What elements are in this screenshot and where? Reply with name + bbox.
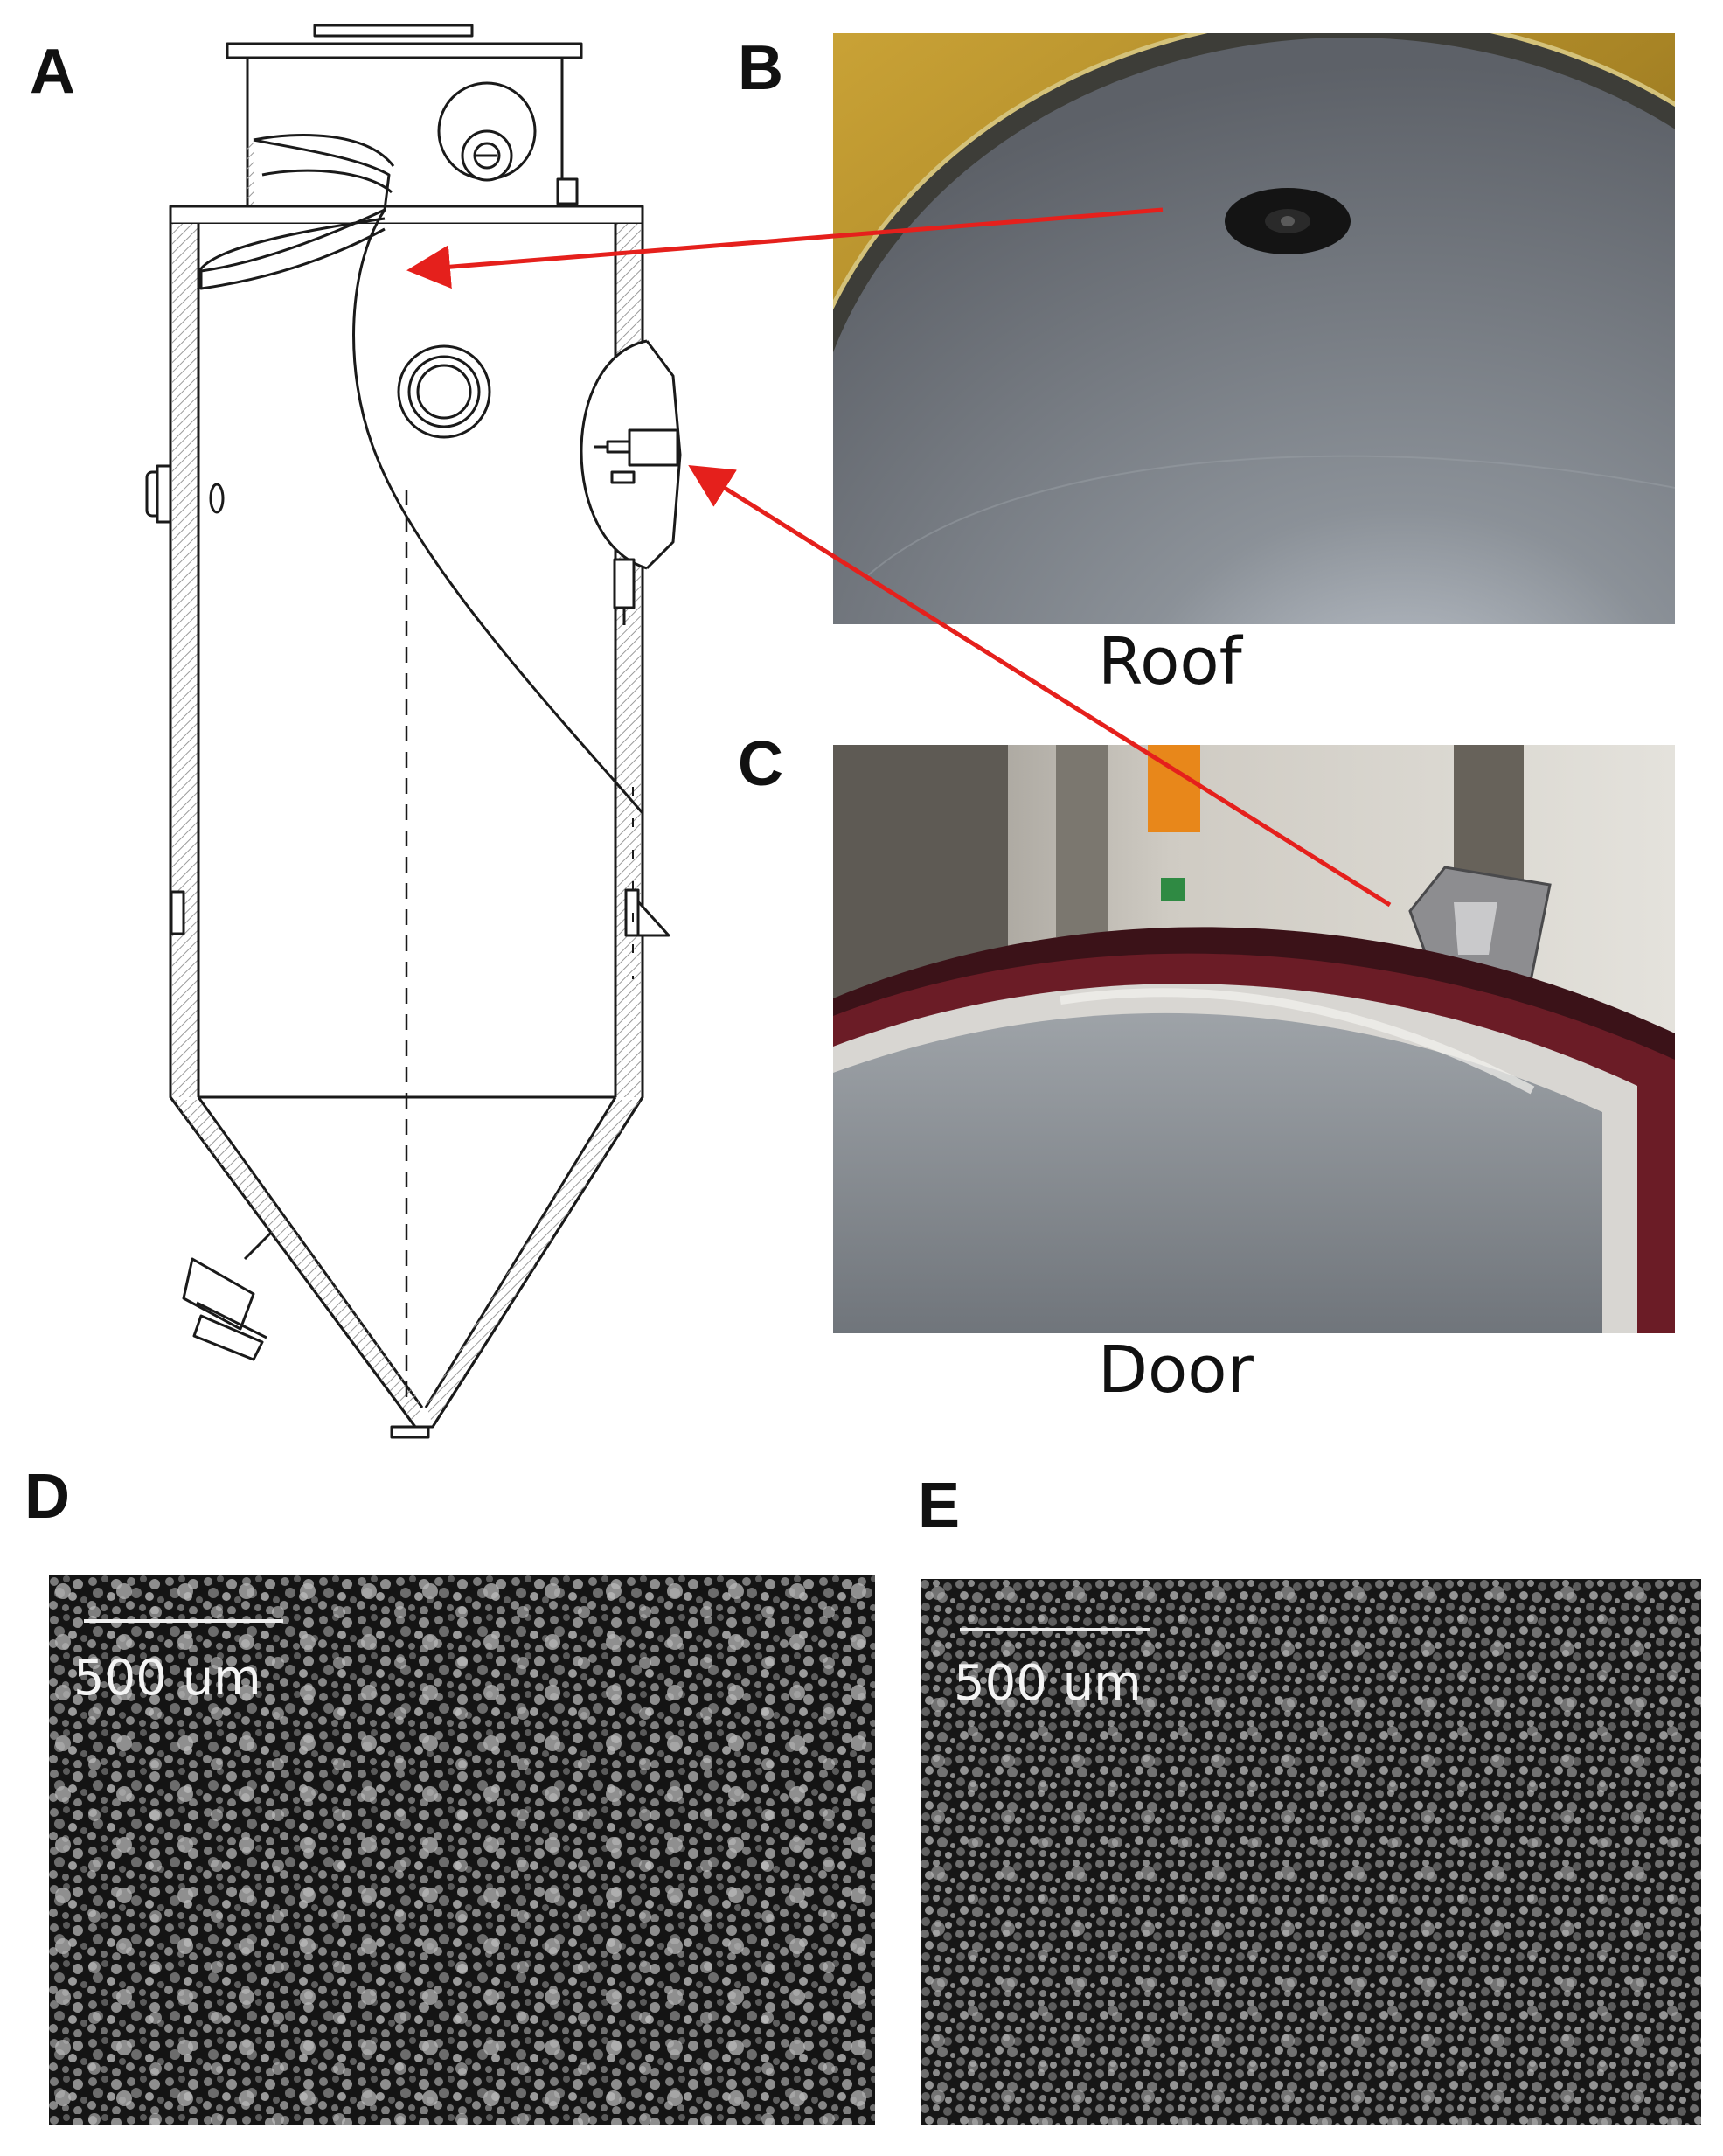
door-caption: Door	[1098, 1332, 1254, 1408]
scale-bar-d	[84, 1619, 283, 1623]
roof-caption: Roof	[1098, 624, 1242, 699]
panel-letter-b: B	[738, 33, 783, 103]
dryer-drawing	[145, 24, 682, 1439]
scale-label-e: 500 um	[954, 1655, 1142, 1712]
scale-label-d: 500 um	[73, 1650, 261, 1707]
sem-particles-e	[921, 1579, 1701, 2125]
panel-letter-c: C	[738, 729, 783, 799]
sem-particles-d	[49, 1575, 875, 2125]
arrow-roof	[406, 207, 1164, 289]
door-photo	[833, 745, 1675, 1333]
sem-image-d: 500 um	[49, 1575, 875, 2125]
panel-letter-d: D	[24, 1462, 70, 1532]
arrow-door	[688, 465, 1392, 908]
panel-letter-e: E	[918, 1471, 961, 1540]
roof-photo	[833, 33, 1675, 624]
scale-bar-e	[960, 1628, 1150, 1631]
sem-image-e: 500 um	[921, 1579, 1701, 2125]
panel-letter-a: A	[30, 37, 75, 107]
